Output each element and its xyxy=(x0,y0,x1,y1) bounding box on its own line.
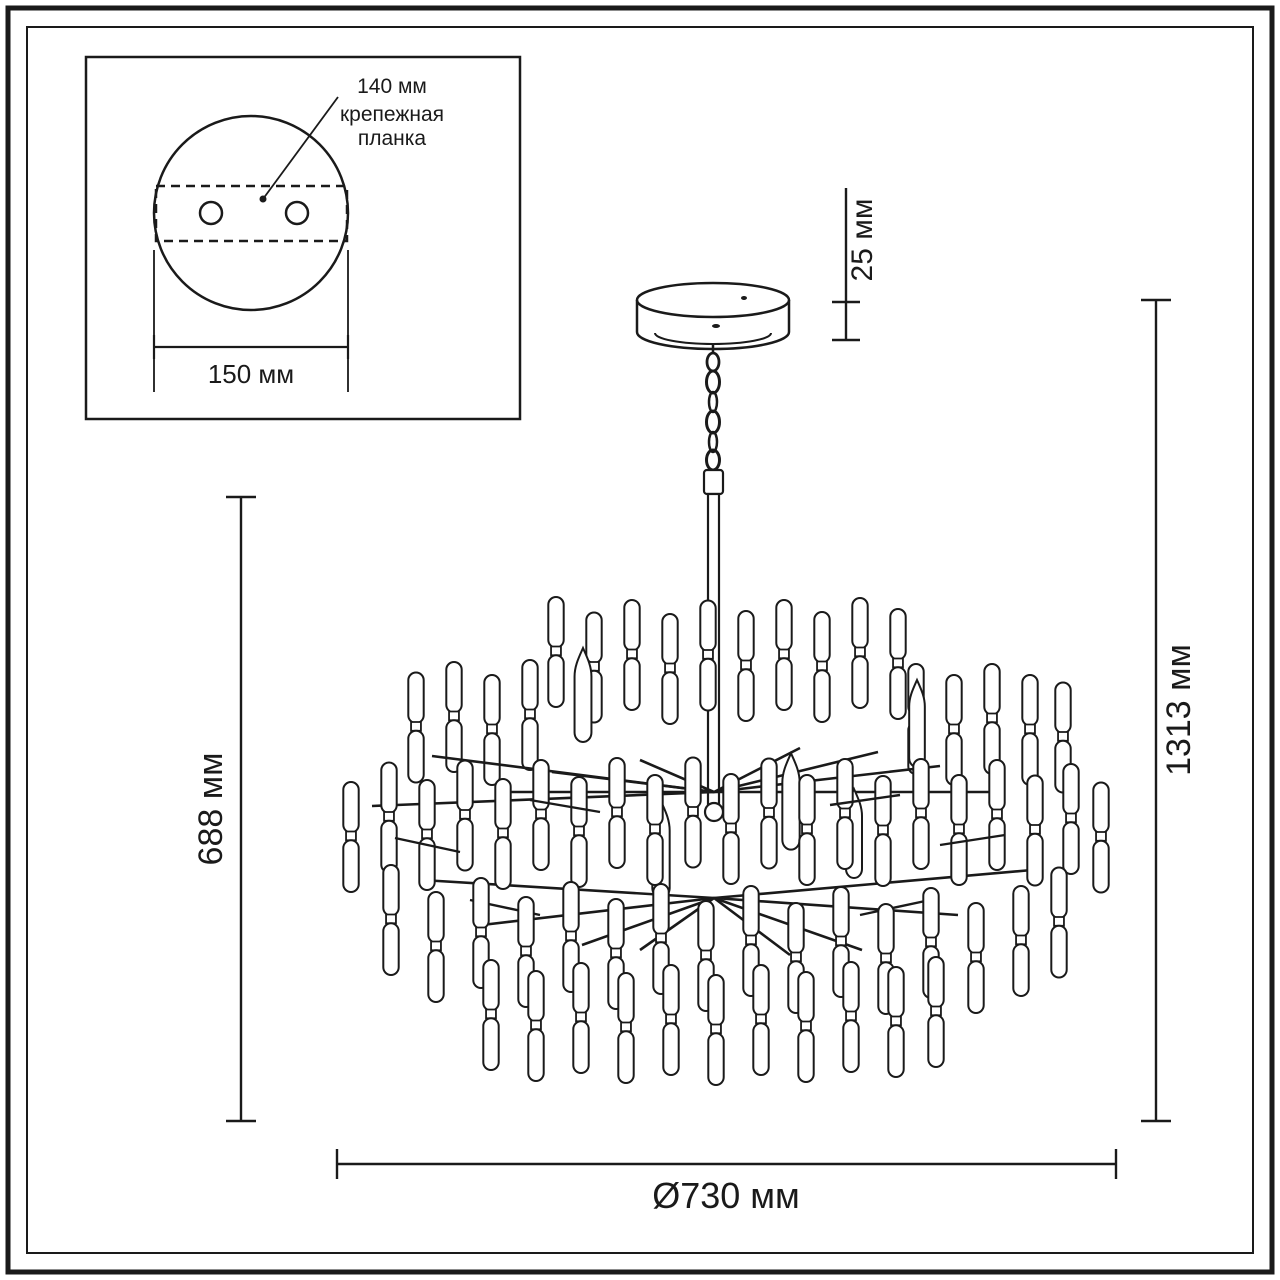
screw-hole-right xyxy=(284,200,310,226)
dimension-label-150: 150 мм xyxy=(208,359,294,389)
screw-dot xyxy=(712,324,720,328)
dimension-25: 25 мм xyxy=(832,188,879,342)
dimension-label-diameter: Ø730 мм xyxy=(652,1175,800,1216)
dimension-label-140: 140 мм xyxy=(357,75,427,98)
dimension-label-25: 25 мм xyxy=(846,199,879,282)
candle-tubes-bottom xyxy=(481,955,946,1087)
center-hub xyxy=(703,801,725,823)
page-frame xyxy=(5,5,1275,1275)
candle-tubes-back xyxy=(406,595,1073,794)
bracket-label-line1: крепежная xyxy=(340,103,444,126)
dimension-688: 688 мм xyxy=(192,495,256,1123)
dimension-label-1313: 1313 мм xyxy=(1160,644,1198,776)
dimension-1313: 1313 мм xyxy=(1141,298,1198,1123)
chandelier-body xyxy=(341,595,1111,1087)
screw-hole-left xyxy=(198,200,224,226)
mounting-bracket-dashed xyxy=(154,184,349,243)
mounting-plate-inset: 140 мм крепежная планка 150 мм xyxy=(84,55,522,421)
dimension-diameter: Ø730 мм xyxy=(335,1149,1118,1216)
screw-dot xyxy=(741,296,747,300)
mounting-plate-circle xyxy=(152,114,350,312)
bracket-label-line2: планка xyxy=(358,127,427,150)
ceiling-canopy xyxy=(635,281,791,351)
dimension-label-688: 688 мм xyxy=(192,753,230,866)
inset-frame xyxy=(84,55,522,421)
dimension-150: 150 мм xyxy=(152,250,350,392)
leader-line xyxy=(262,96,339,200)
hanging-chain xyxy=(705,345,721,472)
